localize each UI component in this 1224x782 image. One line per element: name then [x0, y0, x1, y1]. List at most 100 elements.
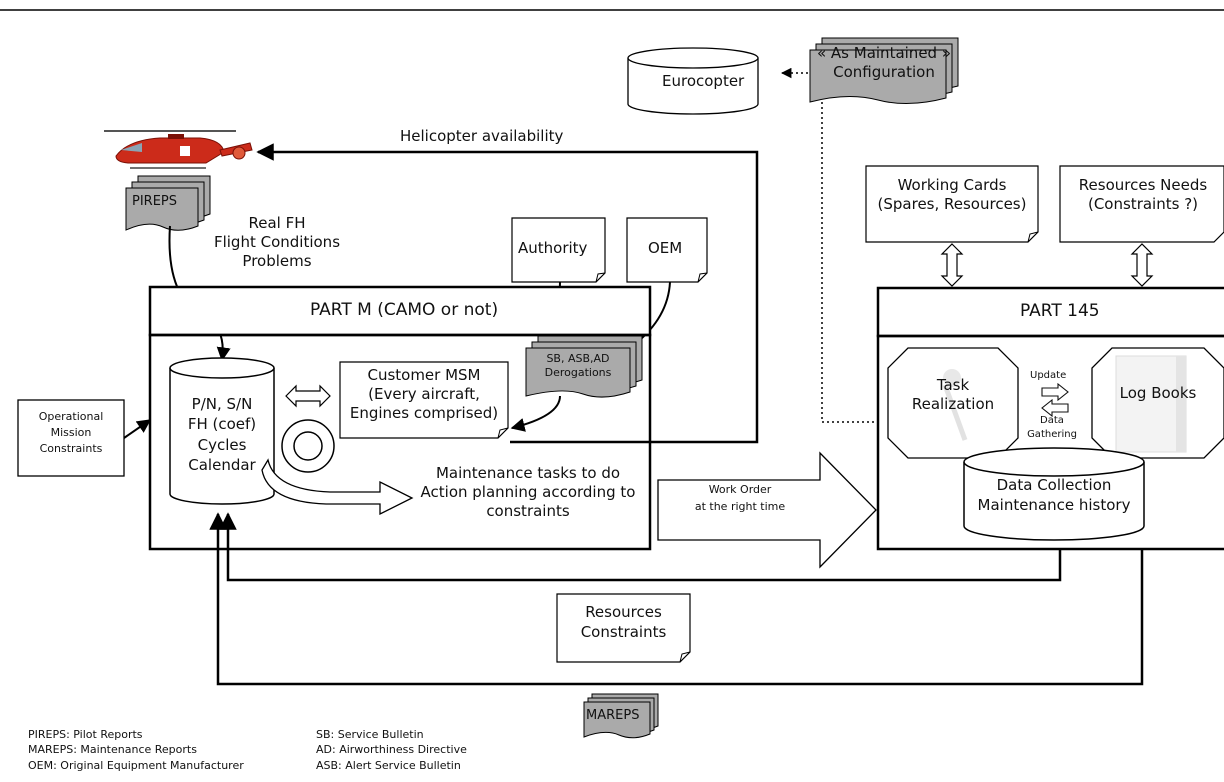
customer-msm-doc [339, 361, 509, 439]
maintenance-tasks-label: Maintenance tasks to do Action planning … [408, 464, 648, 520]
bulletins-line-2: Derogations [544, 365, 612, 379]
legend-ad: AD: Airworthiness Directive [316, 743, 467, 757]
work-order-label: Work Order at the right time [660, 482, 820, 515]
resources-constraints-label: Resources Constraints [557, 602, 690, 643]
as-maintained-label: « As Maintained » Configuration [816, 44, 952, 82]
part-m-header-box [148, 285, 652, 337]
work-order-arrow [657, 451, 877, 569]
data-collection-line-1: Data Collection [996, 476, 1112, 494]
oem-label: OEM [648, 239, 683, 257]
mareps-label: MAREPS [586, 708, 640, 723]
pireps-doc-stack [125, 175, 211, 231]
data-gathering-line-1: Data [1040, 415, 1064, 426]
operational-constraints-line-3: Constraints [39, 441, 103, 455]
data-collection-line-2: Maintenance history [977, 495, 1131, 514]
bulletins-to-msm-arrow [510, 395, 561, 432]
planning-cycle-icon [261, 419, 414, 516]
update-label: Update [1030, 370, 1067, 381]
maintenance-tasks-line-2: Action planning according to [420, 482, 636, 501]
pilot-input-problems: Problems [242, 251, 312, 270]
return-loop-outer [209, 512, 1144, 686]
customer-msm-line-2: (Every aircraft, [368, 384, 480, 403]
working-cards-doc [865, 165, 1039, 243]
operational-constraints-line-2: Mission [50, 425, 92, 439]
part-145-title: PART 145 [1020, 301, 1100, 321]
oem-doc [626, 217, 708, 283]
work-order-line-1: Work Order [708, 483, 772, 496]
legend-oem: OEM: Original Equipment Manufacturer [28, 758, 244, 772]
resources-constraints-line-2: Constraints [580, 623, 667, 642]
legend-right: SB: Service Bulletin AD: Airworthiness D… [316, 727, 467, 773]
db-msm-exchange-arrow [285, 384, 331, 408]
task-realization-line-1: Task [936, 376, 970, 394]
as-maintained-line-1: « As Maintained » [816, 44, 952, 62]
operational-constraints-label: Operational Mission Constraints [18, 409, 124, 457]
database-line-cycles: Cycles [197, 435, 247, 454]
resources-needs-exchange-arrow [1130, 243, 1154, 287]
data-collection-database [963, 447, 1145, 541]
data-gathering-arrow [1041, 398, 1069, 418]
authority-label: Authority [518, 239, 588, 257]
update-arrow [1041, 382, 1069, 402]
operational-constraints-arrow [123, 419, 152, 439]
database-line-pn-sn: P/N, S/N [191, 395, 253, 413]
resources-needs-doc [1059, 165, 1224, 243]
log-books-label: Log Books [1119, 384, 1197, 402]
task-realization-label: Task Realization [888, 376, 1018, 414]
data-gathering-label: Data Gathering [1022, 414, 1082, 441]
mareps-doc-stack [583, 693, 659, 739]
working-cards-label: Working Cards (Spares, Resources) [866, 176, 1038, 214]
legend-left: PIREPS: Pilot Reports MAREPS: Maintenanc… [28, 727, 244, 773]
customer-msm-label: Customer MSM (Every aircraft, Engines co… [340, 366, 508, 422]
customer-msm-line-3: Engines comprised) [349, 403, 499, 422]
task-realization-line-2: Realization [911, 394, 995, 413]
data-collection-label: Data Collection Maintenance history [964, 476, 1144, 515]
bulletins-label: SB, ASB,AD Derogations [526, 352, 630, 380]
operational-constraints-line-1: Operational [38, 410, 104, 423]
part-m-database [169, 357, 275, 505]
part-145-body-box [876, 334, 1224, 551]
return-loop-inner [219, 512, 1062, 582]
customer-msm-line-1: Customer MSM [367, 366, 481, 384]
resources-needs-line-1: Resources Needs [1078, 176, 1208, 194]
bulletins-doc-stack [525, 335, 643, 398]
database-line-calendar: Calendar [188, 455, 256, 474]
log-books-node [1091, 347, 1224, 459]
part-m-database-label: P/N, S/N FH (coef) Cycles Calendar [170, 394, 274, 475]
legend-asb: ASB: Alert Service Bulletin [316, 758, 461, 772]
working-cards-line-2: (Spares, Resources) [877, 194, 1027, 213]
legend-sb: SB: Service Bulletin [316, 728, 424, 741]
config-dotted-link [821, 102, 878, 423]
database-line-fh: FH (coef) [187, 415, 257, 434]
resources-constraints-line-1: Resources [585, 603, 662, 621]
resources-needs-label: Resources Needs (Constraints ?) [1062, 176, 1224, 214]
legend-pireps: PIREPS: Pilot Reports [28, 728, 143, 741]
working-cards-exchange-arrow [940, 243, 964, 287]
work-order-line-2: at the right time [694, 499, 786, 513]
pilot-inputs-label: Real FH Flight Conditions Problems [192, 214, 362, 270]
data-gathering-line-2: Gathering [1027, 428, 1077, 440]
part-m-title: PART M (CAMO or not) [310, 300, 499, 320]
helicopter-availability-label: Helicopter availability [400, 127, 564, 145]
working-cards-line-1: Working Cards [897, 176, 1007, 194]
pireps-label: PIREPS [132, 194, 178, 209]
pilot-input-real-fh: Real FH [248, 214, 306, 232]
bulletins-line-1: SB, ASB,AD [546, 352, 610, 365]
as-maintained-config-stack [809, 37, 959, 105]
helicopter-icon [104, 130, 253, 169]
as-maintained-line-2: Configuration [833, 62, 935, 81]
helicopter-availability-line [256, 143, 759, 444]
authority-doc [511, 217, 606, 283]
legend-mareps: MAREPS: Maintenance Reports [28, 743, 197, 757]
eurocopter-label: Eurocopter [662, 72, 745, 90]
maintenance-tasks-line-1: Maintenance tasks to do [435, 464, 621, 482]
resources-constraints-doc [556, 593, 691, 663]
operational-constraints-box [17, 399, 125, 477]
part-m-body-box [148, 333, 652, 551]
eurocopter-database [627, 47, 759, 115]
resources-needs-line-2: (Constraints ?) [1087, 194, 1199, 213]
maintenance-tasks-line-3: constraints [486, 501, 570, 520]
pilot-input-flight-conditions: Flight Conditions [213, 232, 341, 251]
